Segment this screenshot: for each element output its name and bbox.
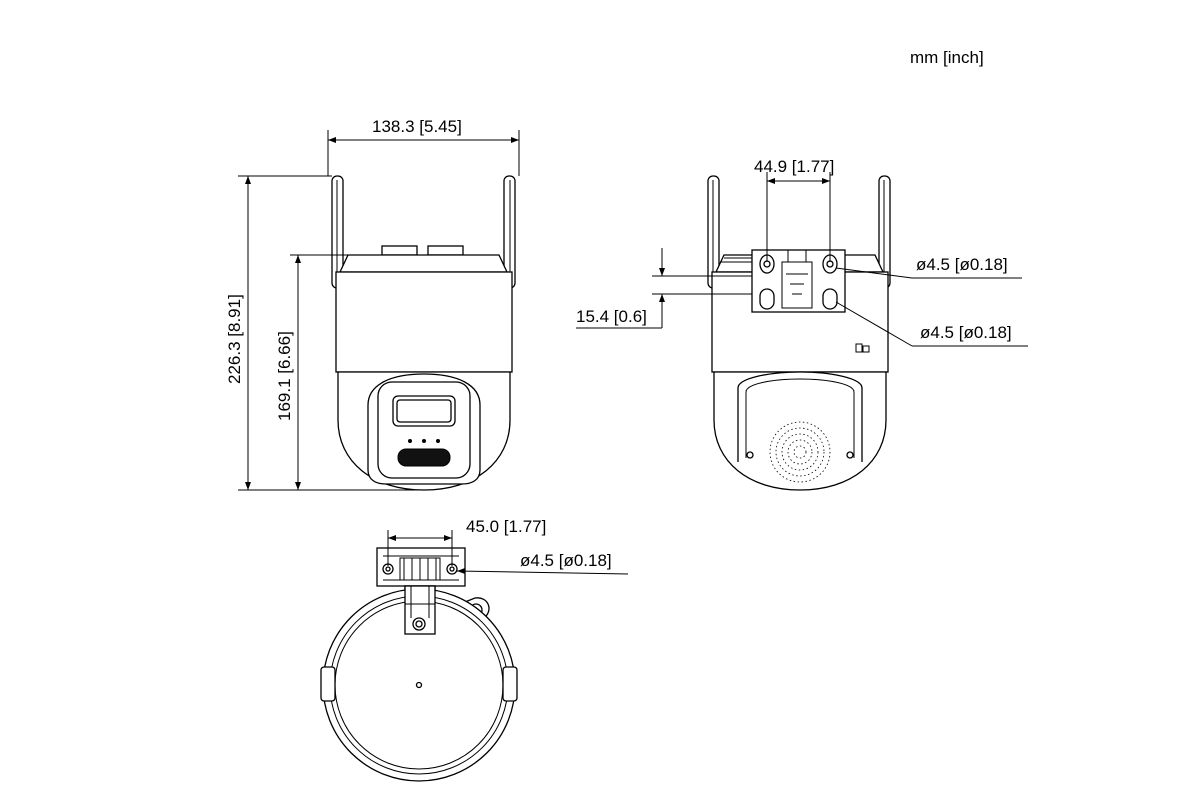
front-body-height-dimension: 169.1 [6.66] <box>275 331 294 421</box>
back-hole-spacing-dimension: 44.9 [1.77] <box>754 157 834 176</box>
front-view: 138.3 [5.45] 226.3 [8.91] 169.1 [6.66] <box>225 117 520 491</box>
front-led-icon <box>408 439 412 443</box>
front-ir-strip <box>397 448 451 467</box>
front-total-height-dimension: 226.3 [8.91] <box>225 294 244 384</box>
front-upper-body <box>335 271 513 373</box>
back-cradle <box>737 371 863 462</box>
top-hole-spacing-dimension: 45.0 [1.77] <box>466 517 546 536</box>
top-hole-callout: ø4.5 [ø0.18] <box>520 551 612 570</box>
back-view: 44.9 [1.77] 15.4 [0.6] ø4.5 [ø0.18] ø4.5… <box>576 157 1028 491</box>
top-side-pad <box>502 666 518 702</box>
back-mount-slot-icon <box>759 288 775 310</box>
units-label: mm [inch] <box>910 48 984 67</box>
top-view: 45.0 [1.77] ø4.5 [ø0.18] <box>320 517 629 782</box>
top-center-point-icon <box>415 681 423 689</box>
front-led-icon <box>422 439 426 443</box>
front-top-connector <box>427 245 464 256</box>
back-hole-bottom-callout: ø4.5 [ø0.18] <box>920 323 1012 342</box>
front-top-cap <box>338 254 509 273</box>
back-offset-dimension: 15.4 [0.6] <box>576 307 647 326</box>
back-mount-slot-icon <box>822 288 838 310</box>
speaker-grille-icon <box>769 421 831 483</box>
front-width-dimension: 138.3 [5.45] <box>372 117 462 136</box>
back-hole-top-callout: ø4.5 [ø0.18] <box>916 255 1008 274</box>
front-led-icon <box>436 439 440 443</box>
top-side-pad <box>320 666 336 702</box>
front-top-connector <box>381 245 418 256</box>
